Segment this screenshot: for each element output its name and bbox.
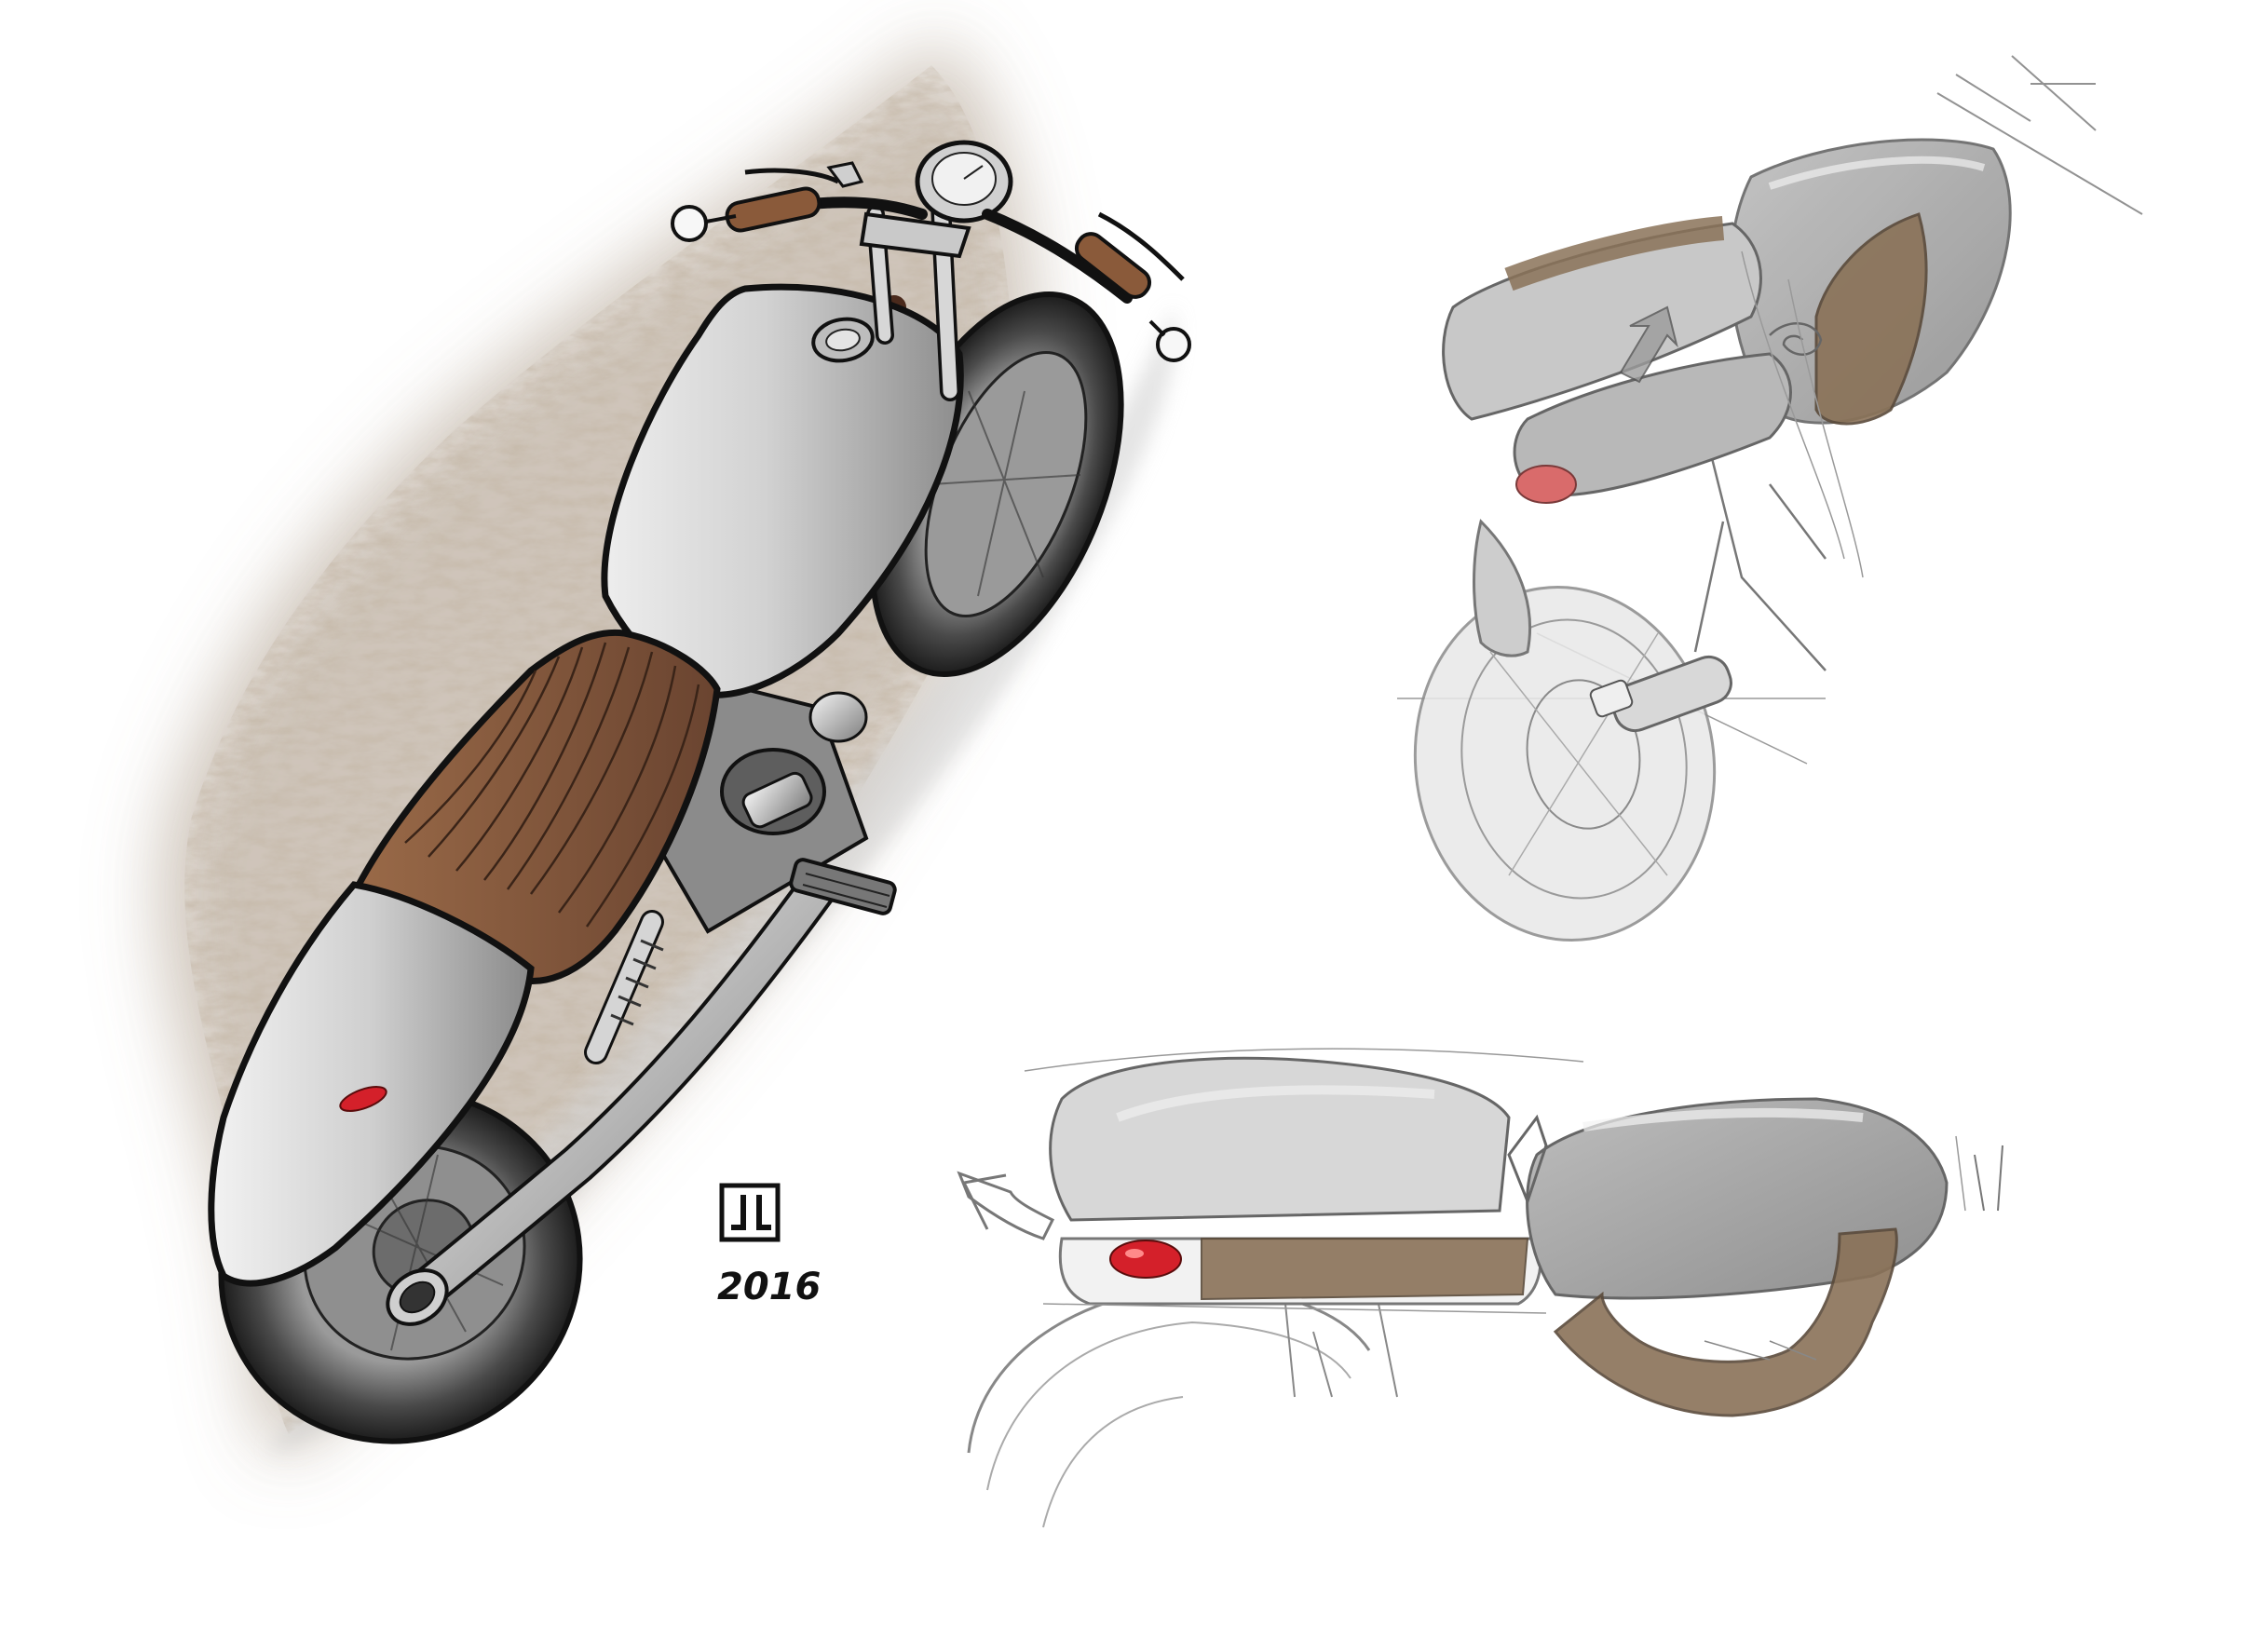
footpeg xyxy=(789,858,897,915)
left-mirror xyxy=(671,205,708,242)
open-arrow-left xyxy=(957,1171,1055,1240)
monogram-l xyxy=(756,1195,771,1230)
exhaust-pipe xyxy=(386,864,840,1326)
artist-signature: 2016 xyxy=(717,1183,821,1308)
rear-shock xyxy=(584,910,664,1064)
open-arrow-right xyxy=(1507,1114,1548,1206)
rear-three-quarter-sketch xyxy=(1397,55,2143,942)
main-motorcycle-illustration: 2016 xyxy=(159,37,1191,1462)
right-mirror xyxy=(1156,327,1191,362)
tail-cowl xyxy=(208,881,535,1287)
taillight xyxy=(339,1086,387,1112)
seat xyxy=(349,629,721,984)
monogram-j xyxy=(731,1195,746,1230)
tail-section-sketch xyxy=(957,1048,2003,1528)
front-end xyxy=(671,140,1191,401)
signature-year: 2016 xyxy=(717,1266,821,1308)
monogram-box xyxy=(719,1183,781,1242)
